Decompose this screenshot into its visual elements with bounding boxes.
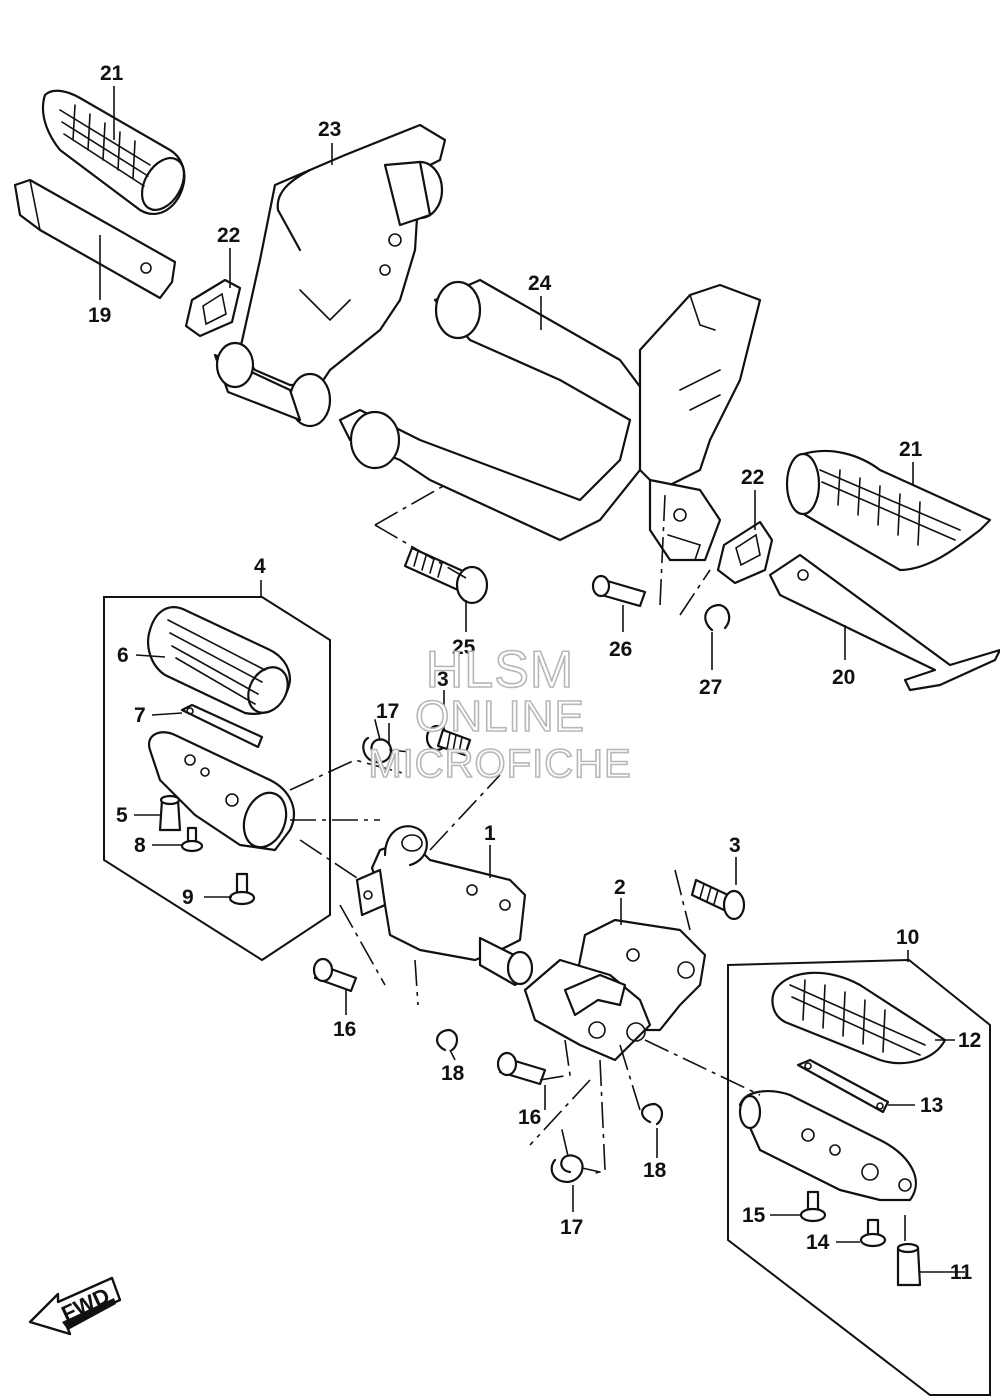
part-7-plate	[180, 703, 264, 749]
callout-22-right: 22	[741, 466, 764, 489]
part-16-pin-left	[312, 957, 358, 993]
callout-6: 6	[117, 644, 129, 667]
callout-24: 24	[528, 272, 552, 295]
callout-8: 8	[134, 834, 146, 857]
part-2-footpeg-bracket-right	[523, 918, 707, 1062]
callout-16-right: 16	[518, 1106, 541, 1129]
part-26-pin	[591, 574, 647, 608]
alignment-lines	[289, 484, 906, 1245]
callout-11: 11	[950, 1261, 973, 1284]
callout-15: 15	[742, 1204, 766, 1227]
callout-25: 25	[452, 636, 476, 659]
callout-22-left: 22	[217, 224, 240, 247]
part-20-bracket-plate-right	[768, 553, 1000, 692]
callout-16-left: 16	[333, 1018, 356, 1041]
callout-4: 4	[254, 555, 266, 578]
callout-3-lower: 3	[729, 834, 741, 857]
part-footpeg-body-right	[738, 1090, 917, 1202]
part-18-clip-right	[641, 1102, 664, 1126]
part-8-screw	[180, 826, 204, 853]
forward-direction-badge: FWD	[28, 1276, 122, 1336]
part-27-clip	[704, 603, 731, 632]
callout-21-top: 21	[100, 62, 124, 85]
part-17-spring-lower	[550, 1129, 601, 1184]
callout-9: 9	[182, 886, 194, 909]
part-17-spring-upper	[362, 719, 411, 764]
callout-27: 27	[699, 676, 722, 699]
part-footpeg-body-left	[147, 731, 295, 852]
part-25-bolt	[403, 546, 489, 605]
part-15-screw	[799, 1190, 827, 1223]
callout-20: 20	[832, 666, 855, 689]
part-13-plate	[796, 1058, 890, 1114]
part-3-bolt-upper	[425, 724, 472, 757]
assembly-box-10	[727, 958, 991, 1396]
part-18-clip-left	[436, 1028, 459, 1052]
part-6-footpeg-rubber	[147, 606, 292, 715]
callout-17-lower: 17	[560, 1216, 583, 1239]
callout-labels: 21 19 22 23 24 21 22 20 25 26 27 3 17 4 …	[88, 62, 981, 1284]
leader-lines	[99, 86, 965, 1273]
callout-23: 23	[318, 118, 341, 141]
callout-14: 14	[806, 1231, 830, 1254]
callout-5: 5	[116, 804, 128, 827]
part-1-footpeg-bracket-left	[355, 825, 534, 987]
part-21-footpeg-rubber-left	[41, 89, 186, 216]
part-14-screw	[859, 1218, 887, 1248]
part-3-bolt-lower	[690, 878, 746, 921]
part-11-bolt	[896, 1242, 922, 1287]
part-23-bracket-left	[213, 123, 447, 428]
part-24-bracket-right	[338, 278, 762, 562]
assembly-box-4	[103, 596, 331, 962]
callout-18-left: 18	[441, 1062, 465, 1085]
callout-26: 26	[609, 638, 632, 661]
callout-7: 7	[134, 704, 146, 727]
part-9-screw	[228, 872, 256, 906]
part-22-spacer-left	[184, 278, 242, 338]
callout-17-upper: 17	[376, 700, 399, 723]
callout-2: 2	[614, 876, 626, 899]
part-12-footpeg-rubber	[771, 971, 947, 1065]
callout-19: 19	[88, 304, 111, 327]
part-19-bracket-plate	[13, 178, 177, 300]
part-5-bolt	[158, 794, 182, 832]
callout-3-upper: 3	[437, 668, 449, 691]
callout-13: 13	[920, 1094, 943, 1117]
callout-18-right: 18	[643, 1159, 667, 1182]
callout-21-right: 21	[899, 438, 923, 461]
callout-12: 12	[958, 1029, 981, 1052]
part-21-footpeg-rubber-right	[785, 449, 992, 572]
part-22-spacer-right	[716, 520, 774, 585]
callout-1: 1	[484, 822, 496, 845]
callout-10: 10	[896, 926, 919, 949]
part-16-pin-right	[496, 1051, 547, 1086]
